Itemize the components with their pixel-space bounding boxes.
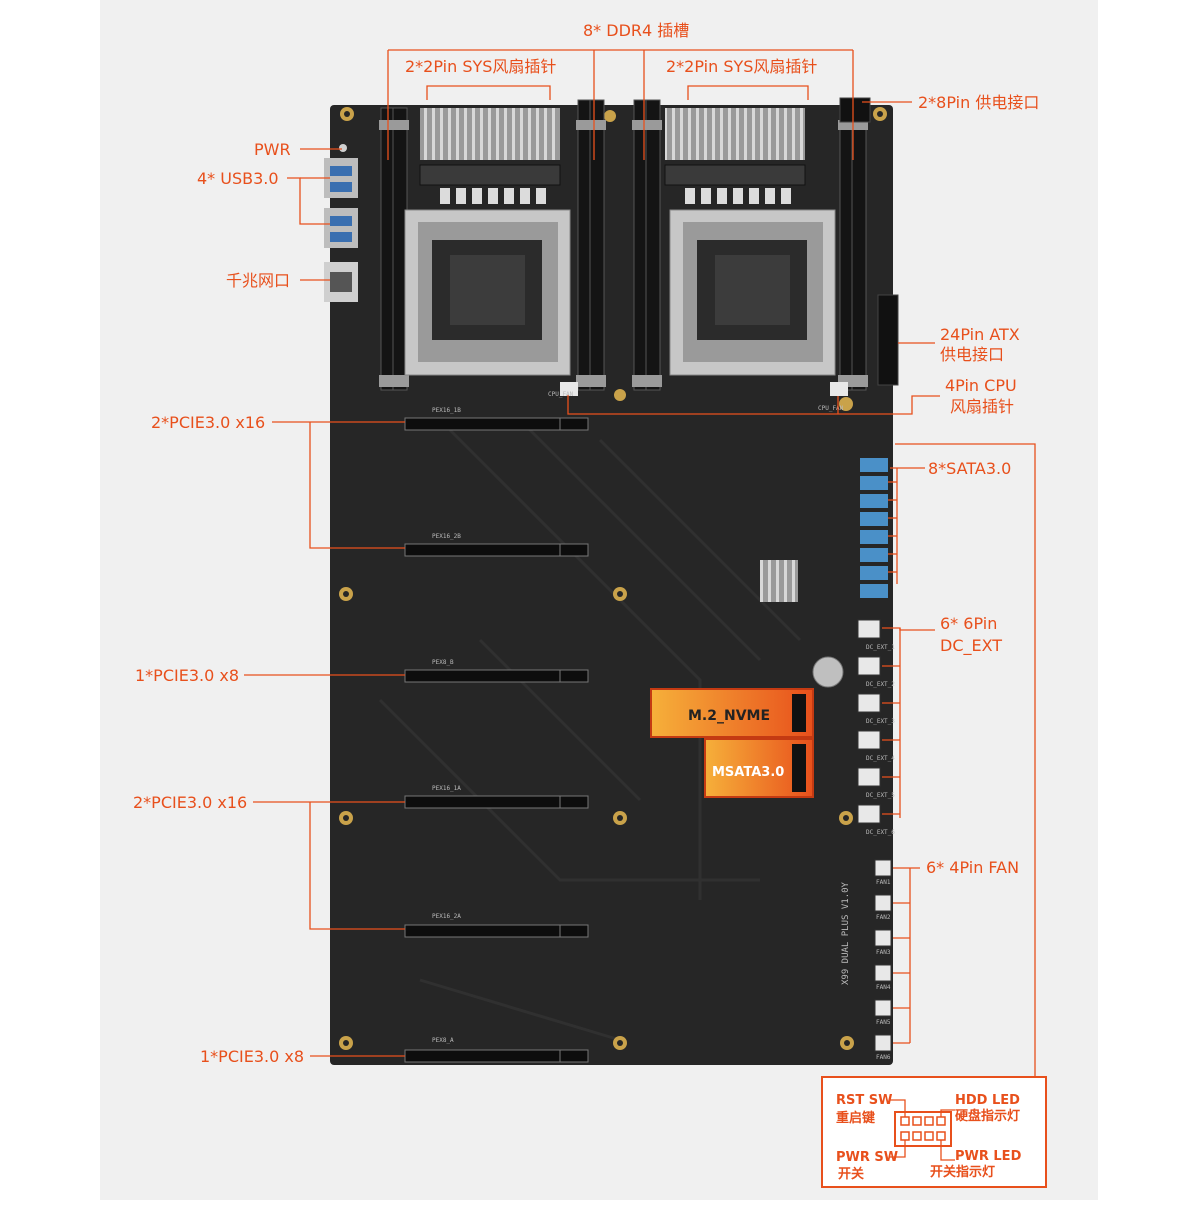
- label-pwr-led: PWR LED: [955, 1149, 1022, 1164]
- silk-pex8-a: PEX8_A: [432, 1037, 454, 1044]
- vrm-heatsink-left: [420, 108, 560, 160]
- power-button: [339, 144, 347, 152]
- silk-dc-ext-4: DC_EXT_4: [866, 755, 895, 762]
- label-pwr-sw: PWR SW: [836, 1150, 898, 1165]
- silk-cpu-fan-right: CPU_FAN: [818, 405, 844, 412]
- label-ddr4: 8* DDR4 插槽: [583, 21, 689, 40]
- cpu-fan-header-left: [560, 382, 578, 396]
- label-power-8pin: 2*8Pin 供电接口: [918, 93, 1039, 112]
- label-rst-sw: RST SW: [836, 1093, 892, 1108]
- cmos-battery: [812, 656, 844, 688]
- label-pwr: PWR: [254, 140, 291, 159]
- silk-dc-ext-1: DC_EXT_1: [866, 644, 895, 651]
- pcie-slot-2: [404, 543, 589, 557]
- m2-nvme-label: M.2_NVME: [688, 708, 770, 724]
- label-atx-line2: 供电接口: [940, 345, 1004, 364]
- label-dc-ext-line1: 6* 6Pin: [940, 614, 997, 633]
- label-cpu-fan-line2: 风扇插针: [950, 397, 1014, 416]
- vrm-chokes: [419, 164, 806, 186]
- label-dc-ext-line2: DC_EXT: [940, 636, 1002, 656]
- silk-fan6: FAN6: [876, 1054, 891, 1061]
- board-name: X99 DUAL PLUS V1.0Y: [841, 881, 851, 985]
- silk-pex16-1b: PEX16_1B: [432, 407, 461, 414]
- label-pcie16-top: 2*PCIE3.0 x16: [151, 413, 265, 432]
- label-atx-line1: 24Pin ATX: [940, 325, 1020, 344]
- silk-pex16-1a: PEX16_1A: [432, 785, 461, 792]
- label-pwr-sw-cn: 开关: [838, 1166, 864, 1182]
- pcie-slot-6: [404, 1049, 589, 1063]
- label-sys-fan-left: 2*2Pin SYS风扇插针: [405, 57, 556, 76]
- msata-label: MSATA3.0: [712, 765, 784, 780]
- silk-dc-ext-2: DC_EXT_2: [866, 681, 895, 688]
- label-cpu-fan-line1: 4Pin CPU: [945, 376, 1017, 395]
- silk-dc-ext-6: DC_EXT_6: [866, 829, 895, 836]
- pcie-slot-1: [404, 417, 589, 431]
- silk-fan2: FAN2: [876, 914, 891, 921]
- fan-headers: [874, 859, 892, 1052]
- cpu-socket-right: [669, 209, 836, 376]
- atx-24pin-connector: [877, 294, 899, 386]
- front-panel-diagram: RST SW 重启键 HDD LED 硬盘指示灯 PWR SW 开关 PWR L…: [821, 1076, 1047, 1188]
- vrm-heatsink-right: [665, 108, 805, 160]
- silk-pex16-2b: PEX16_2B: [432, 533, 461, 540]
- silk-dc-ext-3: DC_EXT_3: [866, 718, 895, 725]
- chipset-heatsink: [760, 560, 798, 602]
- silk-fan3: FAN3: [876, 949, 891, 956]
- m2-nvme-highlight: M.2_NVME: [650, 688, 814, 738]
- rear-io: [324, 144, 358, 302]
- silk-fan5: FAN5: [876, 1019, 891, 1026]
- silk-fan1: FAN1: [876, 879, 891, 886]
- pcie-slot-4: [404, 795, 589, 809]
- label-pcie16-bottom: 2*PCIE3.0 x16: [133, 793, 247, 812]
- label-pwr-led-cn: 开关指示灯: [930, 1164, 995, 1180]
- dc-ext-headers: [857, 619, 881, 824]
- pcie-slot-3: [404, 669, 589, 683]
- silk-fan4: FAN4: [876, 984, 891, 991]
- pcie-slot-5: [404, 924, 589, 938]
- label-fan4pin: 6* 4Pin FAN: [926, 858, 1019, 877]
- sata-ports: [860, 458, 888, 598]
- leader-lines: [244, 49, 1036, 1077]
- silk-pex16-2a: PEX16_2A: [432, 913, 461, 920]
- silk-cpu-fan-left: CPU_FAN: [548, 391, 574, 398]
- label-usb: 4* USB3.0: [197, 169, 279, 188]
- label-pcie8-bottom: 1*PCIE3.0 x8: [200, 1047, 304, 1066]
- cpu-fan-header-right: [830, 382, 848, 396]
- label-pcie8-top: 1*PCIE3.0 x8: [135, 666, 239, 685]
- label-sys-fan-right: 2*2Pin SYS风扇插针: [666, 57, 817, 76]
- label-hdd-led-cn: 硬盘指示灯: [955, 1108, 1020, 1124]
- label-sata: 8*SATA3.0: [928, 459, 1011, 478]
- callouts: 8* DDR4 插槽 2*2Pin SYS风扇插针 2*2Pin SYS风扇插针…: [133, 21, 1039, 1066]
- pcie-slots: [404, 417, 589, 1063]
- dimm-slots: [379, 99, 868, 391]
- label-hdd-led: HDD LED: [955, 1093, 1020, 1108]
- cpu-socket-left: [404, 209, 571, 376]
- msata-highlight: MSATA3.0: [704, 738, 814, 798]
- label-rst-sw-cn: 重启键: [836, 1110, 875, 1126]
- silk-dc-ext-5: DC_EXT_5: [866, 792, 895, 799]
- label-lan: 千兆网口: [226, 271, 290, 290]
- silk-pex8-b: PEX8_B: [432, 659, 454, 666]
